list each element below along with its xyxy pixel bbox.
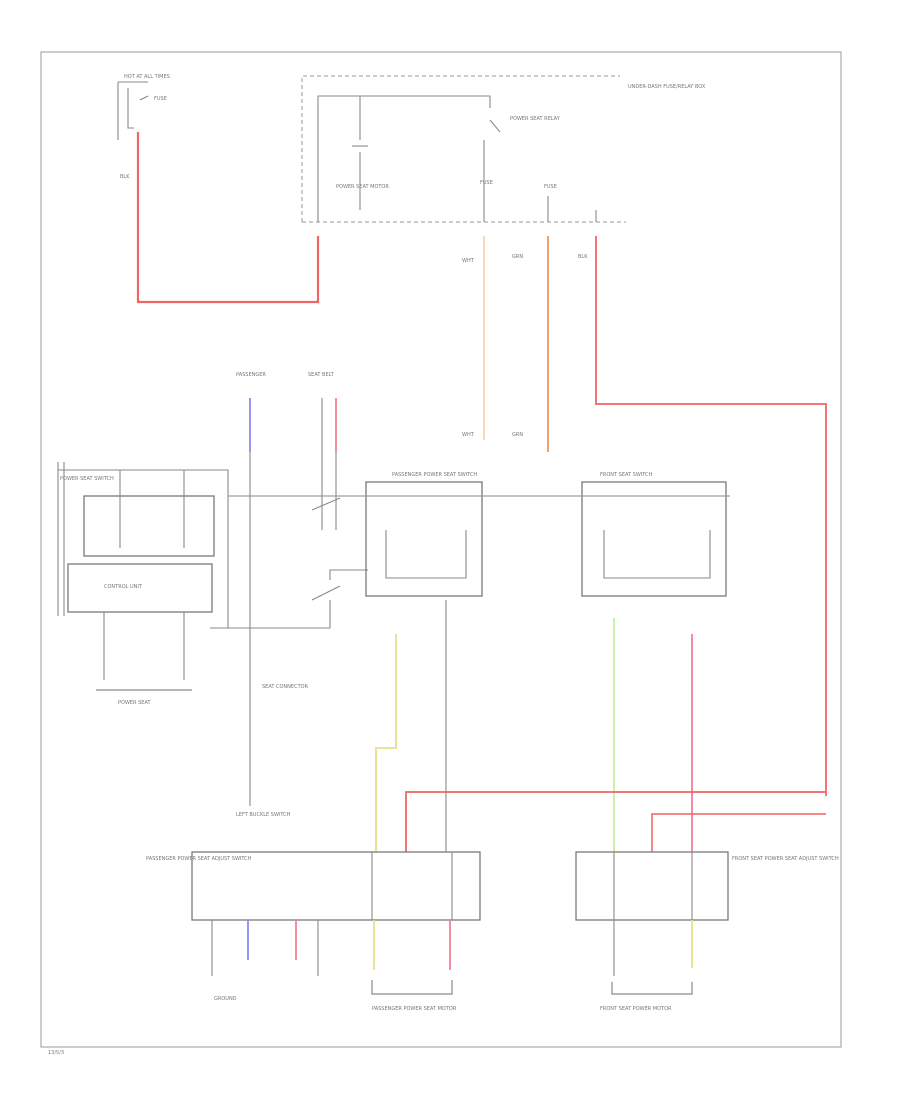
wire-label-center-a: WHT (462, 258, 475, 264)
wire-red-branch (651, 813, 826, 852)
wire-label-center-b: WHT (462, 432, 475, 438)
top-left-fuse-group: HOT AT ALL TIMES FUSE BLK (117, 74, 170, 180)
seat-connector-label: SEAT CONNECTOR (262, 684, 309, 690)
ground-left-label: GROUND (214, 996, 237, 1002)
passenger-switch-title: PASSENGER POWER SEAT SWITCH (392, 472, 477, 478)
relay-label: POWER SEAT RELAY (510, 116, 561, 122)
page-reference: 13/5/3 (48, 1050, 64, 1056)
wire-label-right-a: GRN (512, 254, 523, 260)
wire-yellow-passenger (375, 634, 397, 852)
power-seat-left-label: POWER SEAT SWITCH (60, 476, 114, 482)
left-control-unit: POWER SEAT SWITCH CONTROL UNIT POWER SEA… (57, 462, 229, 706)
wire-label-right-b: GRN (512, 432, 523, 438)
diagram-frame (40, 51, 842, 1048)
fuse-label: FUSE (154, 96, 167, 102)
front-motor-label: FRONT SEAT POWER MOTOR (600, 1006, 672, 1012)
passenger-fuse-label: PASSENGER (236, 372, 266, 378)
passenger-adjust-switch: PASSENGER POWER SEAT ADJUST SWITCH GROUN… (146, 851, 481, 1012)
passenger-switch-box: PASSENGER POWER SEAT SWITCH (365, 472, 483, 597)
control-unit-label: CONTROL UNIT (104, 584, 143, 590)
front-switch-box: FRONT SEAT SWITCH (581, 472, 727, 597)
wire-red-main (136, 132, 320, 304)
seatbelt-label: SEAT BELT (308, 372, 335, 378)
wire-left-tie (210, 600, 331, 629)
fuse-box-title: UNDER-DASH FUSE/RELAY BOX (628, 84, 706, 90)
passenger-motor-label: PASSENGER POWER SEAT MOTOR (372, 1006, 457, 1012)
wire-red-crossbar (405, 791, 826, 852)
wire-label-blk-top: BLK (120, 174, 130, 180)
wire-label-red-a: BLK (578, 254, 588, 260)
front-switch-title: FRONT SEAT SWITCH (600, 472, 653, 478)
passenger-adjust-title: PASSENGER POWER SEAT ADJUST SWITCH (146, 856, 252, 862)
under-dash-fuse-relay-box: POWER SEAT RELAY UNDER-DASH FUSE/RELAY B… (301, 75, 706, 223)
fuse-relay-right-label: FUSE (544, 184, 557, 190)
fuse-relay-left-label: POWER SEAT MOTOR (336, 184, 389, 190)
left-buckle-label: LEFT BUCKLE SWITCH (236, 812, 291, 818)
front-adjust-title: FRONT SEAT POWER SEAT ADJUST SWITCH (732, 856, 839, 862)
wire-red-right-drop (595, 236, 827, 796)
hot-at-all-times-label: HOT AT ALL TIMES (124, 74, 170, 80)
bottom-left-small-label: POWER SEAT (118, 700, 151, 706)
fuse-relay-mid-label: FUSE (480, 180, 493, 186)
front-adjust-switch: FRONT SEAT POWER SEAT ADJUST SWITCH FRON… (575, 851, 839, 1012)
